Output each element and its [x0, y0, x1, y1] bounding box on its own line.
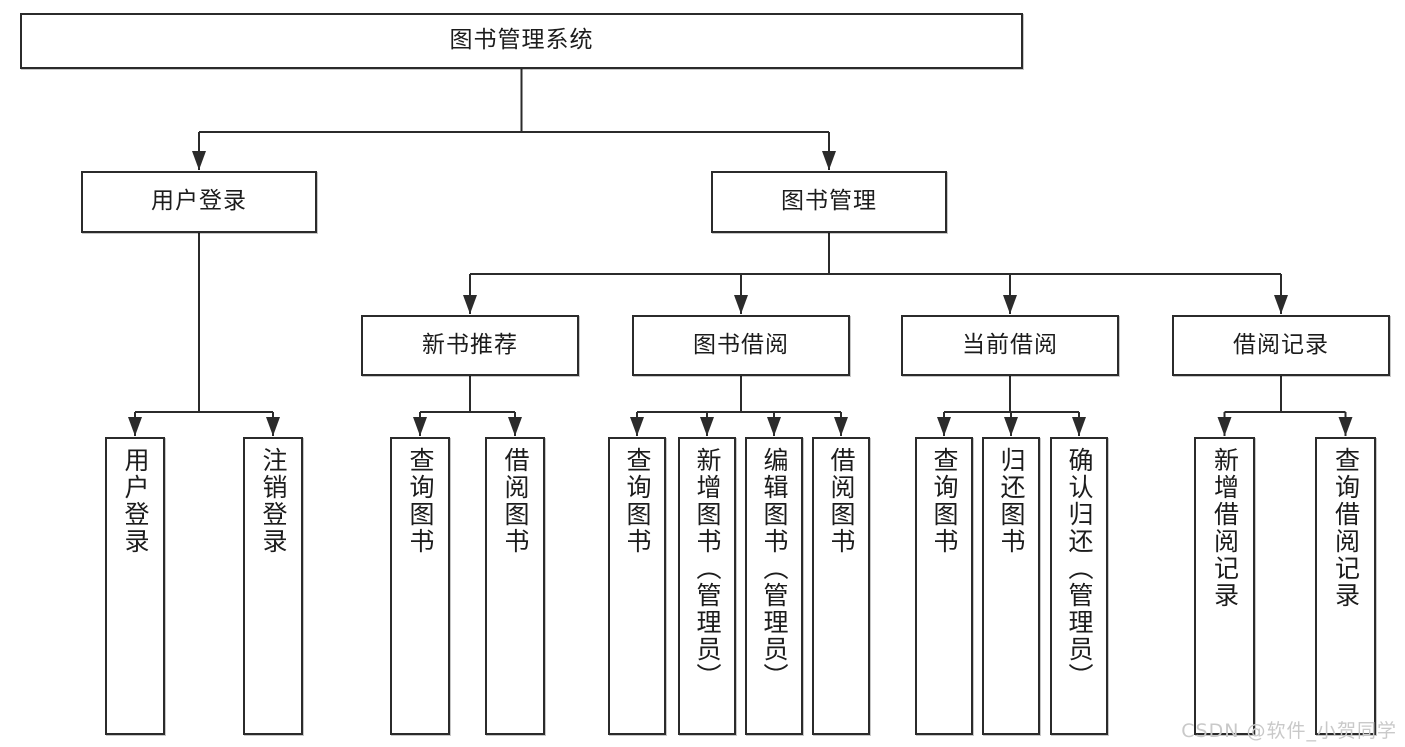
arrowhead-leaf-user-logout [266, 417, 280, 436]
arrowhead-user-login [192, 151, 206, 170]
arrowhead-book-borrow [734, 295, 748, 314]
node-label-leaf-bl-query: 查询借阅记录 [1331, 447, 1361, 609]
arrowhead-leaf-bb-add [700, 417, 714, 436]
arrowhead-leaf-user-login [128, 417, 142, 436]
arrowhead-leaf-bl-add [1217, 417, 1232, 436]
node-leaf-cb-confirm[interactable]: 确认归还（管理员） [1050, 437, 1108, 735]
node-leaf-user-login[interactable]: 用户登录 [105, 437, 165, 735]
node-root[interactable]: 图书管理系统 [20, 13, 1023, 69]
arrowhead-leaf-rec-query [413, 417, 427, 436]
node-leaf-bl-add[interactable]: 新增借阅记录 [1194, 437, 1255, 735]
node-leaf-bb-edit[interactable]: 编辑图书（管理员） [745, 437, 803, 735]
node-book-borrow[interactable]: 图书借阅 [632, 315, 850, 376]
node-label-root: 图书管理系统 [449, 27, 594, 54]
node-leaf-bb-query[interactable]: 查询图书 [608, 437, 666, 735]
node-label-leaf-user-logout: 注销登录 [259, 447, 288, 555]
node-leaf-bb-add[interactable]: 新增图书（管理员） [678, 437, 736, 735]
node-leaf-bb-borrow[interactable]: 借阅图书 [812, 437, 870, 735]
node-label-borrow-log: 借阅记录 [1233, 331, 1329, 358]
node-label-leaf-bl-add: 新增借阅记录 [1210, 447, 1240, 609]
node-label-cur-borrow: 当前借阅 [962, 331, 1058, 358]
arrowhead-borrow-log [1274, 295, 1288, 314]
node-leaf-rec-query[interactable]: 查询图书 [390, 437, 450, 735]
arrowhead-leaf-cb-return [1004, 417, 1018, 436]
node-label-leaf-bb-borrow: 借阅图书 [827, 447, 856, 555]
node-label-leaf-bb-query: 查询图书 [623, 447, 652, 555]
node-cur-borrow[interactable]: 当前借阅 [901, 315, 1119, 376]
node-label-leaf-bb-edit: 编辑图书（管理员） [760, 447, 789, 690]
node-leaf-cb-return[interactable]: 归还图书 [982, 437, 1040, 735]
node-book-mgmt[interactable]: 图书管理 [711, 171, 947, 233]
arrowhead-leaf-bl-query [1338, 417, 1353, 436]
node-label-leaf-bb-add: 新增图书（管理员） [693, 447, 722, 690]
arrowhead-leaf-cb-confirm [1072, 417, 1086, 436]
node-leaf-cb-query[interactable]: 查询图书 [915, 437, 973, 735]
watermark: CSDN @软件_小贺同学 [1181, 720, 1397, 742]
node-label-leaf-cb-return: 归还图书 [997, 447, 1026, 555]
node-leaf-user-logout[interactable]: 注销登录 [243, 437, 303, 735]
arrowhead-leaf-rec-borrow [508, 417, 522, 436]
node-label-book-borrow: 图书借阅 [693, 331, 789, 358]
node-label-book-mgmt: 图书管理 [781, 188, 877, 215]
node-label-leaf-cb-query: 查询图书 [930, 447, 959, 555]
node-leaf-rec-borrow[interactable]: 借阅图书 [485, 437, 545, 735]
node-label-user-login: 用户登录 [151, 188, 247, 215]
node-leaf-bl-query[interactable]: 查询借阅记录 [1315, 437, 1376, 735]
node-borrow-log[interactable]: 借阅记录 [1172, 315, 1390, 376]
arrowhead-leaf-bb-borrow [834, 417, 848, 436]
node-label-leaf-cb-confirm: 确认归还（管理员） [1065, 447, 1094, 690]
node-label-new-book-rec: 新书推荐 [422, 331, 518, 358]
node-label-leaf-rec-borrow: 借阅图书 [501, 447, 530, 555]
arrowhead-leaf-bb-edit [767, 417, 781, 436]
arrowhead-cur-borrow [1003, 295, 1017, 314]
node-label-leaf-rec-query: 查询图书 [406, 447, 435, 555]
node-user-login[interactable]: 用户登录 [81, 171, 317, 233]
arrowhead-leaf-bb-query [630, 417, 644, 436]
node-new-book-rec[interactable]: 新书推荐 [361, 315, 579, 376]
arrowhead-new-book-rec [463, 295, 477, 314]
node-label-leaf-user-login: 用户登录 [121, 447, 150, 555]
arrowhead-leaf-cb-query [937, 417, 951, 436]
arrowhead-book-mgmt [822, 151, 836, 170]
